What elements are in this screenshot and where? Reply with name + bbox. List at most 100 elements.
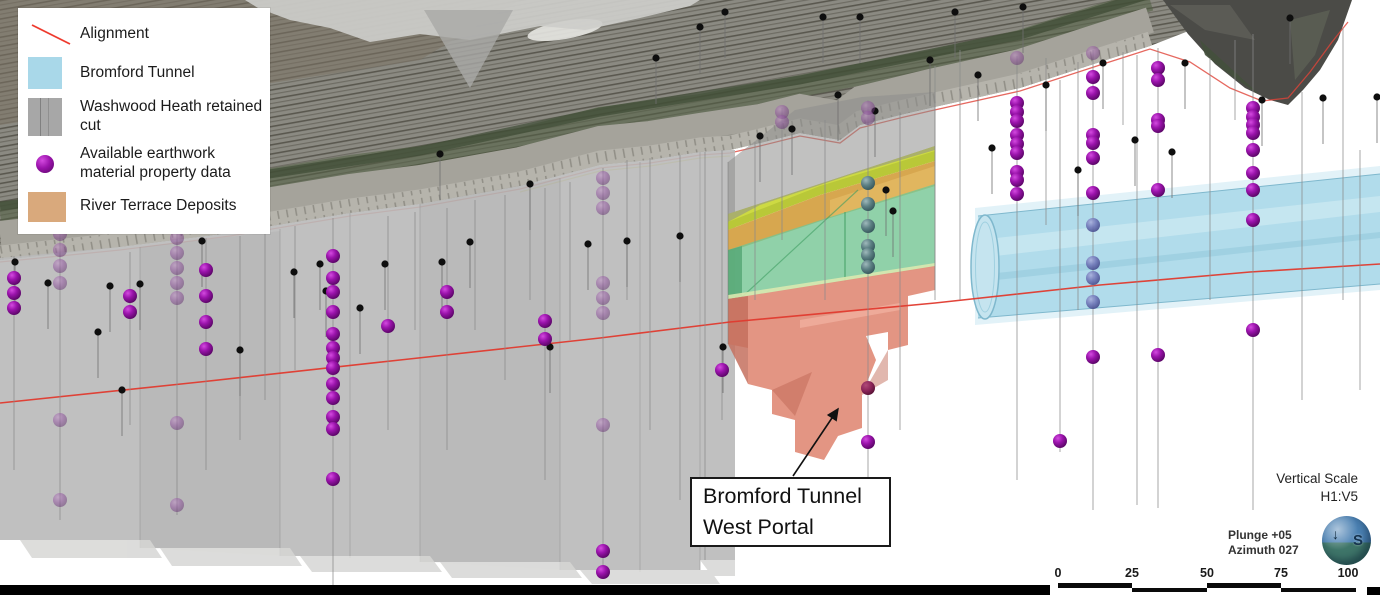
earthwork-data-sphere[interactable] <box>326 410 340 424</box>
earthwork-data-sphere[interactable] <box>199 263 213 277</box>
earthwork-data-sphere[interactable] <box>1151 61 1165 75</box>
earthwork-data-sphere[interactable] <box>1086 86 1100 100</box>
earthwork-data-sphere[interactable] <box>596 276 610 290</box>
earthwork-data-sphere[interactable] <box>199 315 213 329</box>
earthwork-data-sphere[interactable] <box>1246 213 1260 227</box>
earthwork-data-sphere[interactable] <box>7 271 21 285</box>
earthwork-data-sphere[interactable] <box>170 291 184 305</box>
earthwork-data-sphere[interactable] <box>1086 46 1100 60</box>
earthwork-data-sphere[interactable] <box>199 342 213 356</box>
river-terrace-swatch <box>28 191 80 222</box>
earthwork-data-sphere[interactable] <box>326 341 340 355</box>
earthwork-data-sphere[interactable] <box>381 319 395 333</box>
earthwork-data-sphere[interactable] <box>326 422 340 436</box>
earthwork-data-sphere[interactable] <box>1086 136 1100 150</box>
earthwork-data-sphere[interactable] <box>1053 434 1067 448</box>
earthwork-data-sphere[interactable] <box>775 115 789 129</box>
earthwork-data-sphere[interactable] <box>7 301 21 315</box>
alignment-line <box>0 263 1380 404</box>
earthwork-data-sphere[interactable] <box>326 285 340 299</box>
earthwork-data-sphere[interactable] <box>53 243 67 257</box>
earthwork-data-sphere[interactable] <box>440 285 454 299</box>
earthwork-data-sphere[interactable] <box>1010 146 1024 160</box>
earthwork-data-sphere[interactable] <box>861 381 875 395</box>
earthwork-data-sphere[interactable] <box>53 276 67 290</box>
earthwork-data-sphere[interactable] <box>596 544 610 558</box>
earthwork-data-sphere[interactable] <box>326 305 340 319</box>
earthwork-data-sphere[interactable] <box>1246 126 1260 140</box>
earthwork-data-sphere[interactable] <box>199 289 213 303</box>
earthwork-data-sphere[interactable] <box>53 493 67 507</box>
legend-label: Bromford Tunnel <box>80 63 195 81</box>
earthwork-data-sphere[interactable] <box>1086 256 1100 270</box>
earthwork-data-sphere[interactable] <box>123 289 137 303</box>
bottom-black-bar <box>0 585 1050 595</box>
earthwork-data-sphere[interactable] <box>326 351 340 365</box>
earthwork-data-sphere[interactable] <box>861 176 875 190</box>
sample-point-dot <box>1019 3 1027 11</box>
earthwork-data-sphere[interactable] <box>1086 350 1100 364</box>
earthwork-data-sphere[interactable] <box>1010 51 1024 65</box>
earthwork-data-sphere[interactable] <box>1246 183 1260 197</box>
earthwork-data-sphere[interactable] <box>861 197 875 211</box>
earthwork-data-sphere[interactable] <box>1246 166 1260 180</box>
legend-item-earthwork-data: Available earthwork material property da… <box>28 145 270 183</box>
earthwork-data-sphere[interactable] <box>596 418 610 432</box>
earthwork-data-sphere[interactable] <box>861 248 875 262</box>
earthwork-data-sphere[interactable] <box>326 391 340 405</box>
earthwork-data-sphere[interactable] <box>1086 70 1100 84</box>
earthwork-data-sphere[interactable] <box>326 377 340 391</box>
earthwork-data-sphere[interactable] <box>326 361 340 375</box>
earthwork-data-sphere[interactable] <box>538 314 552 328</box>
earthwork-data-sphere[interactable] <box>861 435 875 449</box>
earthwork-data-sphere[interactable] <box>326 327 340 341</box>
earthwork-data-sphere[interactable] <box>170 231 184 245</box>
earthwork-data-sphere[interactable] <box>326 249 340 263</box>
earthwork-data-sphere[interactable] <box>596 171 610 185</box>
earthwork-data-sphere[interactable] <box>1151 183 1165 197</box>
earthwork-data-sphere[interactable] <box>1086 186 1100 200</box>
earthwork-data-sphere[interactable] <box>1151 119 1165 133</box>
earthwork-data-sphere[interactable] <box>170 261 184 275</box>
earthwork-data-sphere[interactable] <box>596 565 610 579</box>
earthwork-data-sphere[interactable] <box>596 291 610 305</box>
earthwork-data-sphere[interactable] <box>326 271 340 285</box>
earthwork-data-sphere[interactable] <box>1086 218 1100 232</box>
earthwork-data-sphere[interactable] <box>596 186 610 200</box>
earthwork-data-sphere[interactable] <box>715 363 729 377</box>
earthwork-data-sphere[interactable] <box>1246 143 1260 157</box>
earthwork-data-sphere[interactable] <box>53 413 67 427</box>
earthwork-data-sphere[interactable] <box>170 416 184 430</box>
earthwork-data-sphere[interactable] <box>1246 323 1260 337</box>
earthwork-data-sphere[interactable] <box>123 305 137 319</box>
sample-point-dot <box>438 258 446 266</box>
earthwork-data-sphere[interactable] <box>596 201 610 215</box>
earthwork-data-sphere[interactable] <box>861 219 875 233</box>
earthwork-data-sphere[interactable] <box>1086 271 1100 285</box>
earthwork-data-sphere[interactable] <box>53 259 67 273</box>
earthwork-data-sphere[interactable] <box>170 246 184 260</box>
earthwork-data-sphere[interactable] <box>170 498 184 512</box>
earthwork-data-sphere[interactable] <box>538 332 552 346</box>
earthwork-data-sphere[interactable] <box>170 276 184 290</box>
earthwork-data-sphere[interactable] <box>596 306 610 320</box>
earthwork-data-sphere[interactable] <box>440 305 454 319</box>
scale-tick: 25 <box>1125 566 1139 580</box>
earthwork-data-sphere[interactable] <box>1086 151 1100 165</box>
earthwork-data-sphere[interactable] <box>861 260 875 274</box>
earthwork-data-sphere[interactable] <box>1151 73 1165 87</box>
orientation-ball-icon[interactable]: ↓ S <box>1322 516 1371 565</box>
view-orientation-readout: Plunge +05 Azimuth 027 <box>1228 528 1299 558</box>
earthwork-data-sphere[interactable] <box>1151 348 1165 362</box>
earthwork-data-sphere[interactable] <box>326 472 340 486</box>
earthwork-data-sphere[interactable] <box>1010 114 1024 128</box>
earthwork-data-sphere[interactable] <box>1086 295 1100 309</box>
earthwork-data-sphere[interactable] <box>1010 173 1024 187</box>
earthwork-data-sphere[interactable] <box>861 111 875 125</box>
earthwork-data-sphere[interactable] <box>775 105 789 119</box>
earthwork-data-sphere[interactable] <box>7 286 21 300</box>
earthwork-data-sphere[interactable] <box>1010 187 1024 201</box>
sample-point-dot <box>1181 59 1189 67</box>
earthwork-data-sphere[interactable] <box>861 101 875 115</box>
